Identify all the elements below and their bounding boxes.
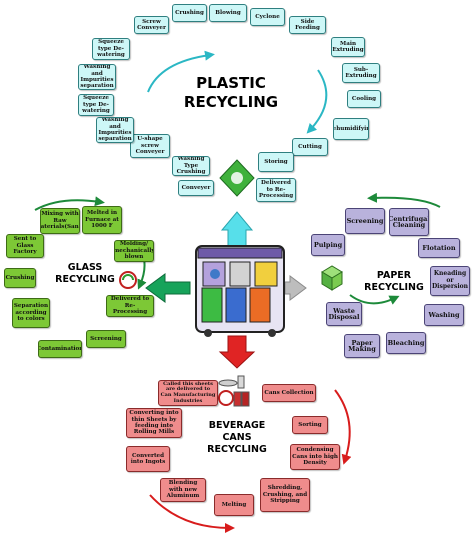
beverage-step-shredding: Shredding, Crushing, and Stripping bbox=[260, 478, 310, 512]
paper-step-screening: Screening bbox=[345, 208, 385, 234]
beverage-step-ingots: Converted into Ingots bbox=[126, 446, 170, 472]
paper-step-waste-disposal: Waste Disposal bbox=[326, 302, 362, 326]
paper-step-kneading: Kneading or Dispersion bbox=[430, 266, 470, 296]
plastic-step-delivered: Delivered to Re-Processing bbox=[256, 178, 296, 202]
paper-title: PAPER RECYCLING bbox=[364, 270, 424, 294]
plastic-step-cooling: Cooling bbox=[347, 90, 381, 108]
plastic-step-squeeze-dewatering-1: Squeeze type De-watering bbox=[92, 38, 130, 60]
beverage-step-cans-collection: Cans Collection bbox=[262, 384, 316, 402]
plastic-title-line1: PLASTIC bbox=[196, 74, 266, 92]
beverage-step-thin-sheets: Converting into thin Sheets by feeding i… bbox=[126, 408, 182, 438]
beverage-step-sorting: Sorting bbox=[292, 416, 328, 434]
paper-title-line1: PAPER bbox=[376, 270, 412, 281]
up-arrow-to-plastic bbox=[220, 211, 254, 251]
right-arrow-to-paper bbox=[284, 275, 307, 301]
paper-step-washing: Washing bbox=[424, 304, 464, 326]
plastic-step-washing-separation-1: Washing and Impurities separation bbox=[78, 64, 116, 90]
paper-step-paper-making: Paper Making bbox=[344, 334, 380, 358]
plastic-title-line2: RECYCLING bbox=[183, 93, 279, 111]
glass-cycle-arrow-top bbox=[34, 196, 105, 211]
glass-step-screening: Screening bbox=[86, 330, 126, 348]
glass-title-line2: RECYCLING bbox=[55, 274, 115, 285]
paper-step-pulping: Pulping bbox=[311, 234, 345, 256]
glass-title: GLASS RECYCLING bbox=[52, 262, 118, 286]
down-arrow-to-beverage bbox=[218, 335, 256, 369]
plastic-step-storing: Storing bbox=[258, 152, 294, 172]
plastic-cycle-arrow-right bbox=[306, 69, 328, 134]
plastic-step-sub-extruding: Sub-Extruding bbox=[342, 63, 380, 83]
plastic-step-squeeze-dewatering-2: Squeeze type De-watering bbox=[78, 94, 114, 116]
beverage-cycle-arrow-right bbox=[334, 389, 352, 465]
plastic-step-washing-crushing: Washing Type Crushing bbox=[172, 156, 210, 176]
beverage-title: BEVERAGE CANS RECYCLING bbox=[196, 420, 278, 456]
paper-step-centrifugal-cleaning: Centrifugal Cleaning bbox=[389, 208, 429, 236]
paper-step-bleaching: Bleaching bbox=[386, 332, 426, 354]
glass-title-line1: GLASS bbox=[67, 262, 103, 273]
plastic-step-blowing: Blowing bbox=[209, 4, 247, 22]
beverage-title-line3: RECYCLING bbox=[207, 444, 267, 455]
paper-cube-icon bbox=[321, 265, 343, 291]
beverage-title-line2: CANS bbox=[222, 432, 252, 443]
paper-step-flotation: Flotation bbox=[418, 238, 460, 258]
paper-title-line2: RECYCLING bbox=[364, 282, 424, 293]
glass-step-delivered: Delivered to Re-Processing bbox=[106, 295, 154, 317]
plastic-step-washing-separation-2: Washing and Impurities separation bbox=[96, 117, 134, 143]
glass-step-separation: Separation according to colors bbox=[12, 298, 50, 328]
beverage-step-melting: Melting bbox=[214, 494, 254, 516]
beverage-title-line1: BEVERAGE bbox=[208, 420, 266, 431]
glass-step-crushing: Crushing bbox=[4, 268, 36, 288]
glass-step-molding: Molding/ mechanically blown bbox=[114, 240, 154, 262]
plastic-title: PLASTIC RECYCLING bbox=[176, 74, 286, 112]
beverage-cans-icon bbox=[218, 375, 250, 407]
glass-step-sent-to-factory: Sent to Glass Factory bbox=[6, 234, 44, 258]
left-arrow-to-glass bbox=[145, 273, 191, 303]
glass-step-contamination: Contamination bbox=[38, 340, 82, 358]
recycle-bins-icon bbox=[195, 245, 285, 337]
plastic-step-u-shape-conveyer: U-shape screw Conveyer bbox=[130, 134, 170, 158]
plastic-step-cutting: Cutting bbox=[292, 138, 328, 156]
paper-cycle-arrow-bottom bbox=[349, 294, 400, 305]
beverage-cycle-arrow-bottom bbox=[149, 494, 235, 533]
beverage-step-condensing: Condensing Cans into high Density bbox=[290, 444, 340, 470]
plastic-step-dehumidifying: Dehumidifying bbox=[333, 118, 369, 140]
beverage-recycle-icon bbox=[218, 390, 234, 406]
plastic-step-cyclone: Cyclone bbox=[250, 8, 285, 26]
plastic-step-crushing: Crushing bbox=[172, 4, 207, 22]
plastic-cycle-arrow-top bbox=[147, 50, 215, 93]
beverage-step-blending: Blending with new Aluminum bbox=[160, 478, 206, 502]
glass-step-mixing: Mixing with Raw materials(Sand) bbox=[40, 208, 80, 234]
plastic-step-conveyer: Conveyer bbox=[178, 180, 214, 196]
plastic-step-side-feeding: Side Feeding bbox=[289, 16, 326, 34]
plastic-step-screw-conveyer: Screw Conveyer bbox=[134, 16, 169, 34]
beverage-step-delivered-to-can-industries: Called this sheets are delivered to Can … bbox=[158, 380, 218, 406]
paper-cycle-arrow-top bbox=[367, 192, 441, 208]
glass-step-melted: Melted in Furnace at 1000 F bbox=[82, 206, 122, 234]
plastic-step-main-extruding: Main Extruding bbox=[331, 37, 365, 57]
